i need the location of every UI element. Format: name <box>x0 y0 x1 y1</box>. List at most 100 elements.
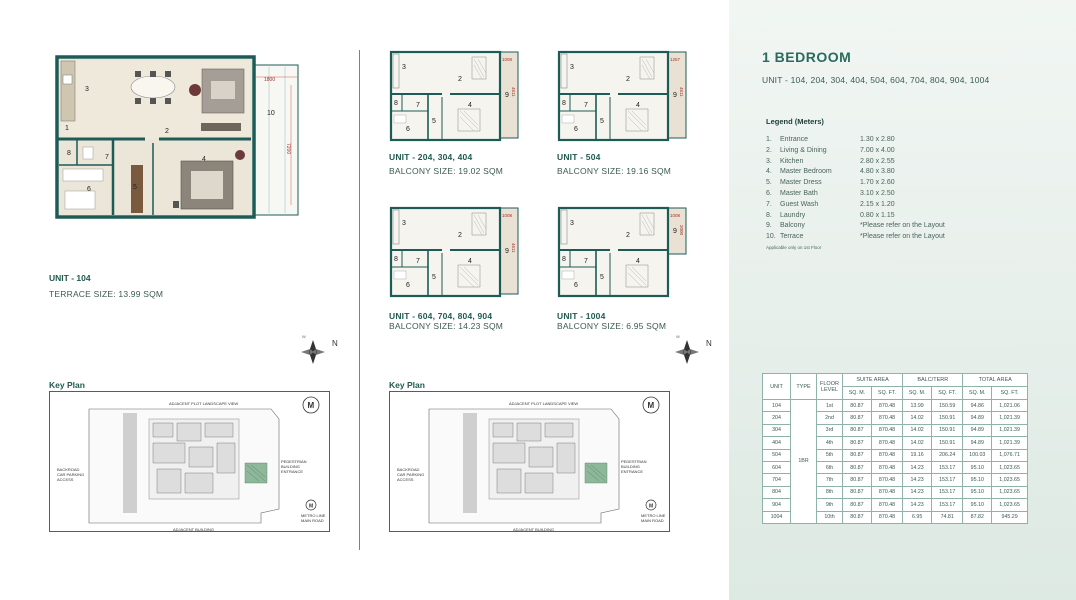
table-cell: 14.02 <box>902 423 933 438</box>
svg-text:7: 7 <box>416 258 420 265</box>
table-cell: 80.87 <box>842 485 872 500</box>
svg-text:7: 7 <box>584 258 588 265</box>
svg-text:ENTRANCE: ENTRANCE <box>621 469 643 474</box>
cell-unit: 204 <box>762 411 791 425</box>
table-cell: 87.82 <box>962 510 993 524</box>
cell-unit: 704 <box>762 473 791 487</box>
table-cell: 1,023.65 <box>991 498 1028 512</box>
table-cell: 5th <box>816 448 843 462</box>
table-cell: 13.99 <box>902 398 933 413</box>
svg-text:BUILDING: BUILDING <box>281 464 300 469</box>
legend-item: 8. Laundry <box>766 211 805 221</box>
cell-unit: 604 <box>762 460 791 475</box>
svg-text:5: 5 <box>432 118 436 125</box>
table-cell: 150.91 <box>931 436 964 450</box>
unit-504-title: UNIT - 504 <box>557 152 601 162</box>
svg-text:8: 8 <box>562 100 566 107</box>
table-cell: 870.48 <box>870 398 904 413</box>
table-cell: 870.48 <box>870 436 904 450</box>
legend-room-name: Laundry <box>780 211 806 219</box>
table-cell: 95.10 <box>962 485 993 500</box>
units-list: UNIT - 104, 204, 304, 404, 504, 604, 704… <box>762 75 990 85</box>
cell-unit: 504 <box>762 448 791 462</box>
unit-604-title: UNIT - 604, 704, 804, 904 <box>389 311 493 321</box>
table-cell: 870.48 <box>870 460 904 475</box>
table-cell: 870.48 <box>870 473 904 487</box>
table-cell: 14.23 <box>902 473 933 487</box>
svg-text:2: 2 <box>458 232 462 239</box>
key-plan-map: ADJACENT PLOT LANDSCAPE VIEW M BACKROAD … <box>49 391 330 532</box>
legend-room-name: Balcony <box>780 222 805 230</box>
svg-text:M: M <box>309 504 313 510</box>
table-cell: 7th <box>816 473 843 487</box>
legend-room-size: 4.80 x 3.80 <box>860 168 895 176</box>
cell-unit: 304 <box>762 423 791 438</box>
svg-text:3: 3 <box>85 86 89 93</box>
page-title: 1 BEDROOM <box>762 49 852 65</box>
balcony-length-dim: 4611 <box>511 87 516 97</box>
compass-rose-icon: N W <box>301 334 338 364</box>
legend-num: 1. <box>766 136 772 143</box>
table-cell: 14.02 <box>902 411 933 425</box>
svg-text:9: 9 <box>673 92 677 99</box>
svg-text:8: 8 <box>562 256 566 263</box>
table-cell: 80.87 <box>842 423 872 438</box>
floor-plan-unit-604: 3 2 4 5 6 7 8 9 1008 4611 <box>389 206 519 298</box>
unit-1004-balcony-size: BALCONY SIZE: 6.95 SQM <box>557 321 667 331</box>
table-cell: 80.87 <box>842 398 872 413</box>
compass-rose-icon: N W <box>675 334 712 364</box>
table-cell: 4th <box>816 436 843 450</box>
svg-text:N: N <box>332 339 338 348</box>
table-cell: 153.17 <box>931 473 964 487</box>
svg-text:ACCESS: ACCESS <box>397 477 414 482</box>
legend-room-name: Master Bath <box>780 190 818 197</box>
legend-item: 5.Master Dress <box>766 178 822 188</box>
table-cell: 870.48 <box>870 510 904 524</box>
table-cell: 1,021.39 <box>991 411 1028 425</box>
svg-text:METRO LINE: METRO LINE <box>641 513 666 518</box>
table-cell: 1,023.65 <box>991 460 1028 475</box>
svg-text:7: 7 <box>584 102 588 109</box>
col-floor: FLOOR LEVEL <box>816 373 843 400</box>
col-suite-area: SUITE AREA <box>841 373 904 387</box>
svg-text:2: 2 <box>458 76 462 83</box>
table-cell: 80.87 <box>842 473 872 487</box>
unit-604-balcony-size: BALCONY SIZE: 14.23 SQM <box>389 321 504 331</box>
legend-item: 9. Balcony <box>766 221 805 231</box>
legend-item: 3.Kitchen <box>766 157 803 167</box>
table-cell: 153.17 <box>931 485 964 500</box>
svg-text:7: 7 <box>105 154 109 161</box>
svg-text:ENTRANCE: ENTRANCE <box>281 469 303 474</box>
table-cell: 80.87 <box>842 460 872 475</box>
legend-room-name: Terrace <box>780 233 804 241</box>
legend-num: 10. <box>766 233 776 241</box>
col-sqft: SQ. FT. <box>870 386 904 400</box>
svg-text:BACKROAD: BACKROAD <box>57 467 80 472</box>
svg-text:METRO LINE: METRO LINE <box>301 513 326 518</box>
svg-text:6: 6 <box>406 126 410 133</box>
floor-plan-unit-1004: 3 2 4 5 6 7 8 9 1008 2000 <box>557 206 687 298</box>
table-cell: 14.02 <box>902 436 933 450</box>
table-cell: 945.29 <box>991 510 1028 524</box>
table-cell: 150.59 <box>931 398 964 413</box>
cell-type: 1BR <box>790 399 817 524</box>
unit-104-title: UNIT - 104 <box>49 273 91 283</box>
table-cell: 1,023.65 <box>991 473 1028 487</box>
table-cell: 10th <box>816 510 843 524</box>
col-sqft: SQ. FT. <box>991 386 1028 400</box>
svg-text:9: 9 <box>505 92 509 99</box>
legend-num: 8. <box>766 211 772 219</box>
legend-room-size: 1.30 x 2.80 <box>860 136 895 143</box>
legend-num: 9. <box>766 222 772 230</box>
table-cell: 80.87 <box>842 436 872 450</box>
svg-text:8: 8 <box>67 150 71 157</box>
table-cell: 94.89 <box>962 411 993 425</box>
table-cell: 3rd <box>816 423 843 438</box>
legend-item: 2.Living & Dining <box>766 146 827 156</box>
key-plan-title: Key Plan <box>49 380 85 390</box>
table-cell: 870.48 <box>870 411 904 425</box>
